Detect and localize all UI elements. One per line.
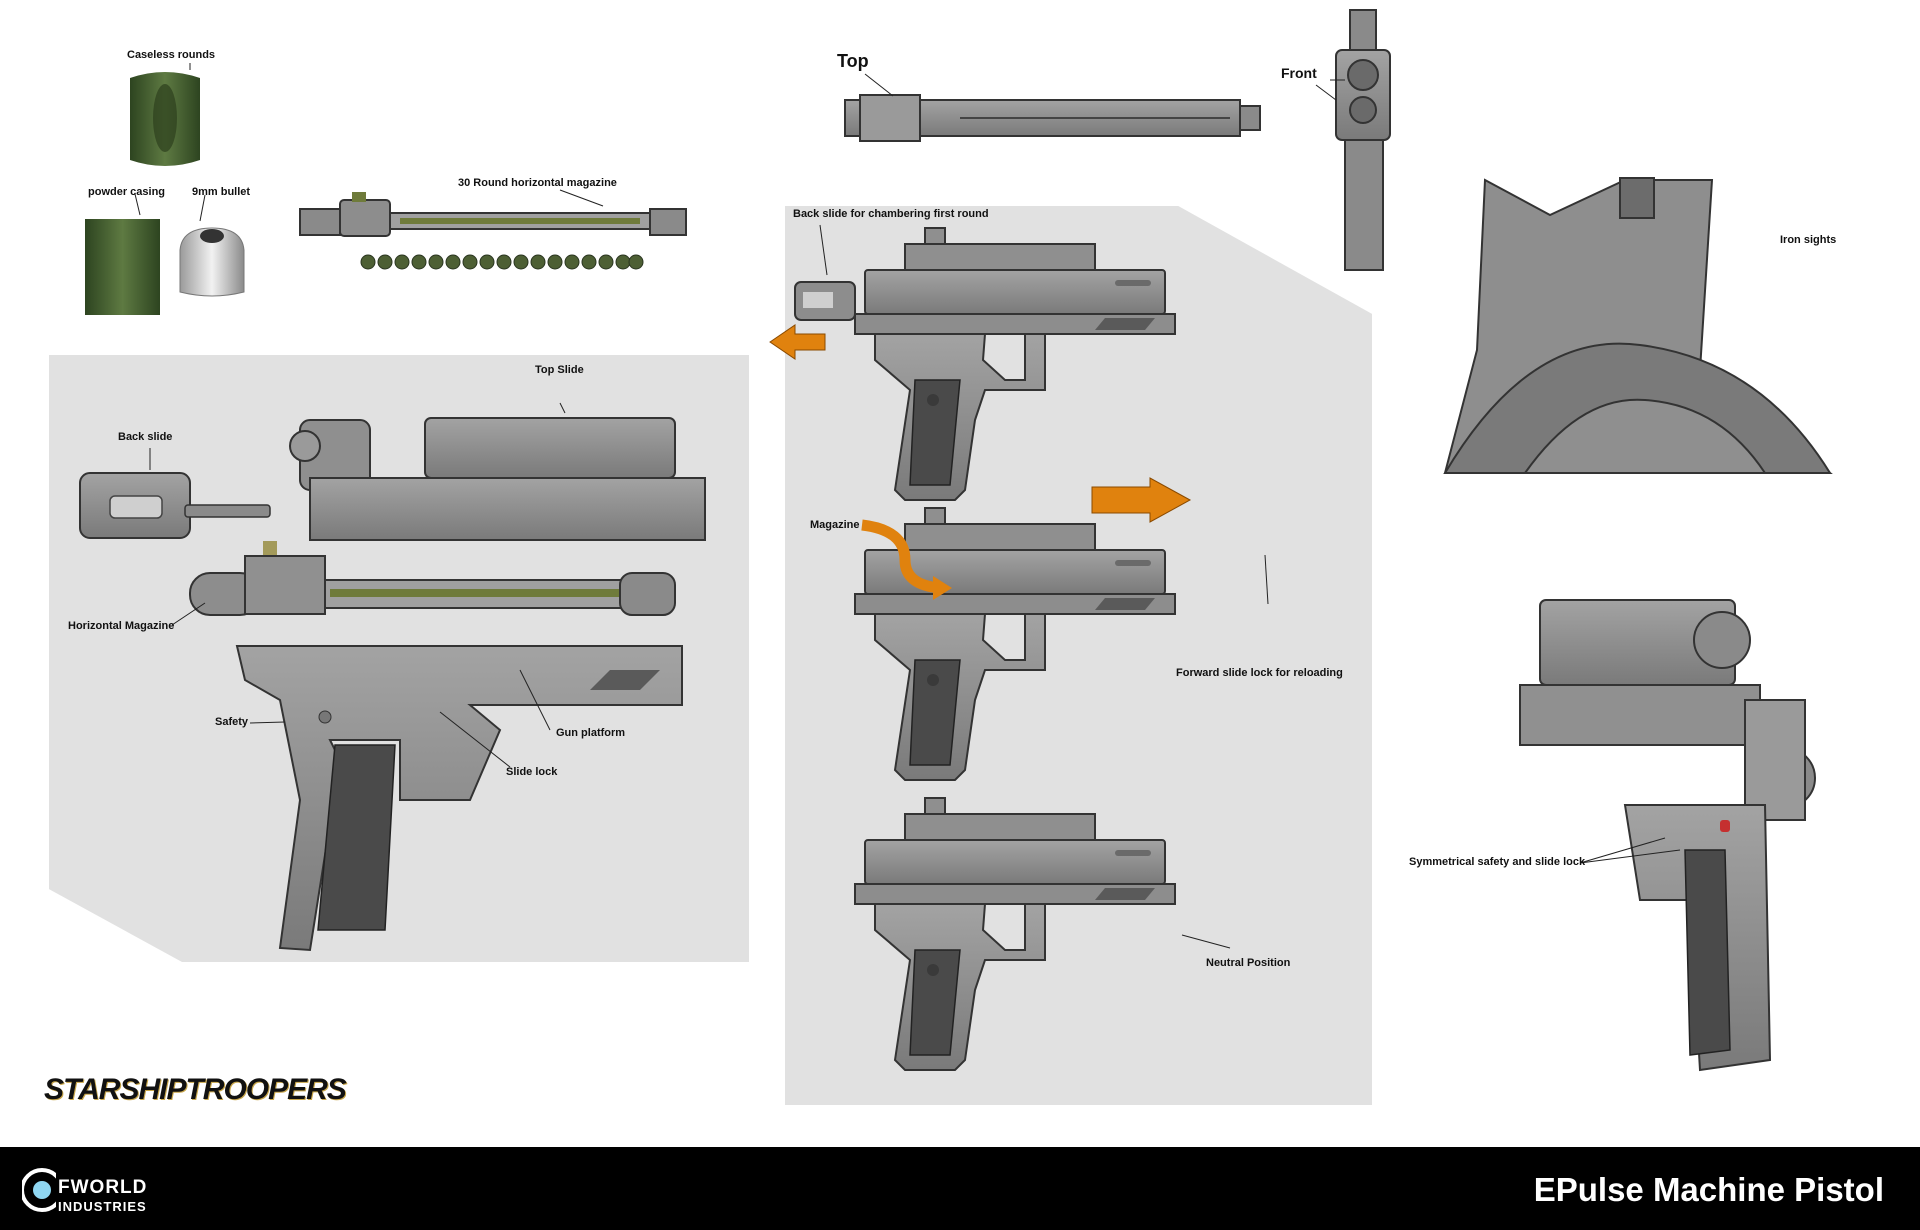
label-forward-slide-lock: Forward slide lock for reloading bbox=[1176, 667, 1343, 679]
page-title: EPulse Machine Pistol bbox=[1533, 1171, 1884, 1208]
arrow-curved bbox=[861, 519, 941, 594]
offworld-logo-icon bbox=[22, 1168, 56, 1212]
top-slide-drawing bbox=[289, 402, 706, 541]
label-back-slide-chambering: Back slide for chambering first round bbox=[793, 208, 989, 220]
label-30-round-magazine: 30 Round horizontal magazine bbox=[458, 177, 617, 189]
pistol-neutral bbox=[854, 797, 1176, 1071]
label-caseless-rounds: Caseless rounds bbox=[127, 49, 216, 61]
gun-platform-drawing bbox=[235, 645, 683, 952]
footer-bar: FWORLD INDUSTRIES EPulse Machine Pistol bbox=[0, 1147, 1920, 1230]
magazine-30-drawing bbox=[299, 192, 687, 270]
label-back-slide: Back slide bbox=[118, 431, 173, 443]
three-quarter-view-drawing bbox=[1519, 599, 1816, 1072]
iron-sights-drawing bbox=[1443, 177, 1833, 474]
label-slide-lock: Slide lock bbox=[506, 766, 558, 778]
arrow-left bbox=[769, 324, 826, 360]
powder-casing-drawing bbox=[85, 219, 160, 315]
top-view-drawing bbox=[844, 73, 1261, 142]
label-symmetrical-safety: Symmetrical safety and slide lock bbox=[1409, 856, 1586, 868]
pistol-back-slide bbox=[854, 227, 1176, 501]
label-neutral-position: Neutral Position bbox=[1206, 957, 1291, 969]
label-magazine: Magazine bbox=[810, 519, 860, 531]
label-front-view: Front bbox=[1281, 65, 1317, 81]
label-powder-casing: powder casing bbox=[88, 186, 166, 198]
back-slide-drawing bbox=[79, 472, 271, 539]
label-9mm-bullet: 9mm bullet bbox=[192, 186, 251, 198]
caseless-round-drawing bbox=[130, 72, 200, 166]
label-safety: Safety bbox=[215, 716, 249, 728]
horizontal-magazine-drawing bbox=[189, 541, 676, 616]
label-top-view: Top bbox=[837, 51, 869, 71]
arrow-right bbox=[1091, 477, 1192, 523]
bullet-drawing bbox=[179, 227, 245, 297]
company-name-line1: FWORLD bbox=[58, 1177, 148, 1198]
label-gun-platform: Gun platform bbox=[556, 727, 626, 739]
label-iron-sights: Iron sights bbox=[1780, 234, 1837, 246]
company-name-line2: INDUSTRIES bbox=[58, 1199, 147, 1214]
label-horizontal-magazine: Horizontal Magazine bbox=[68, 620, 175, 632]
front-view-drawing bbox=[1315, 9, 1391, 271]
starship-troopers-logo: STARSHIPTROOPERS bbox=[44, 1073, 347, 1106]
label-top-slide: Top Slide bbox=[535, 364, 584, 376]
